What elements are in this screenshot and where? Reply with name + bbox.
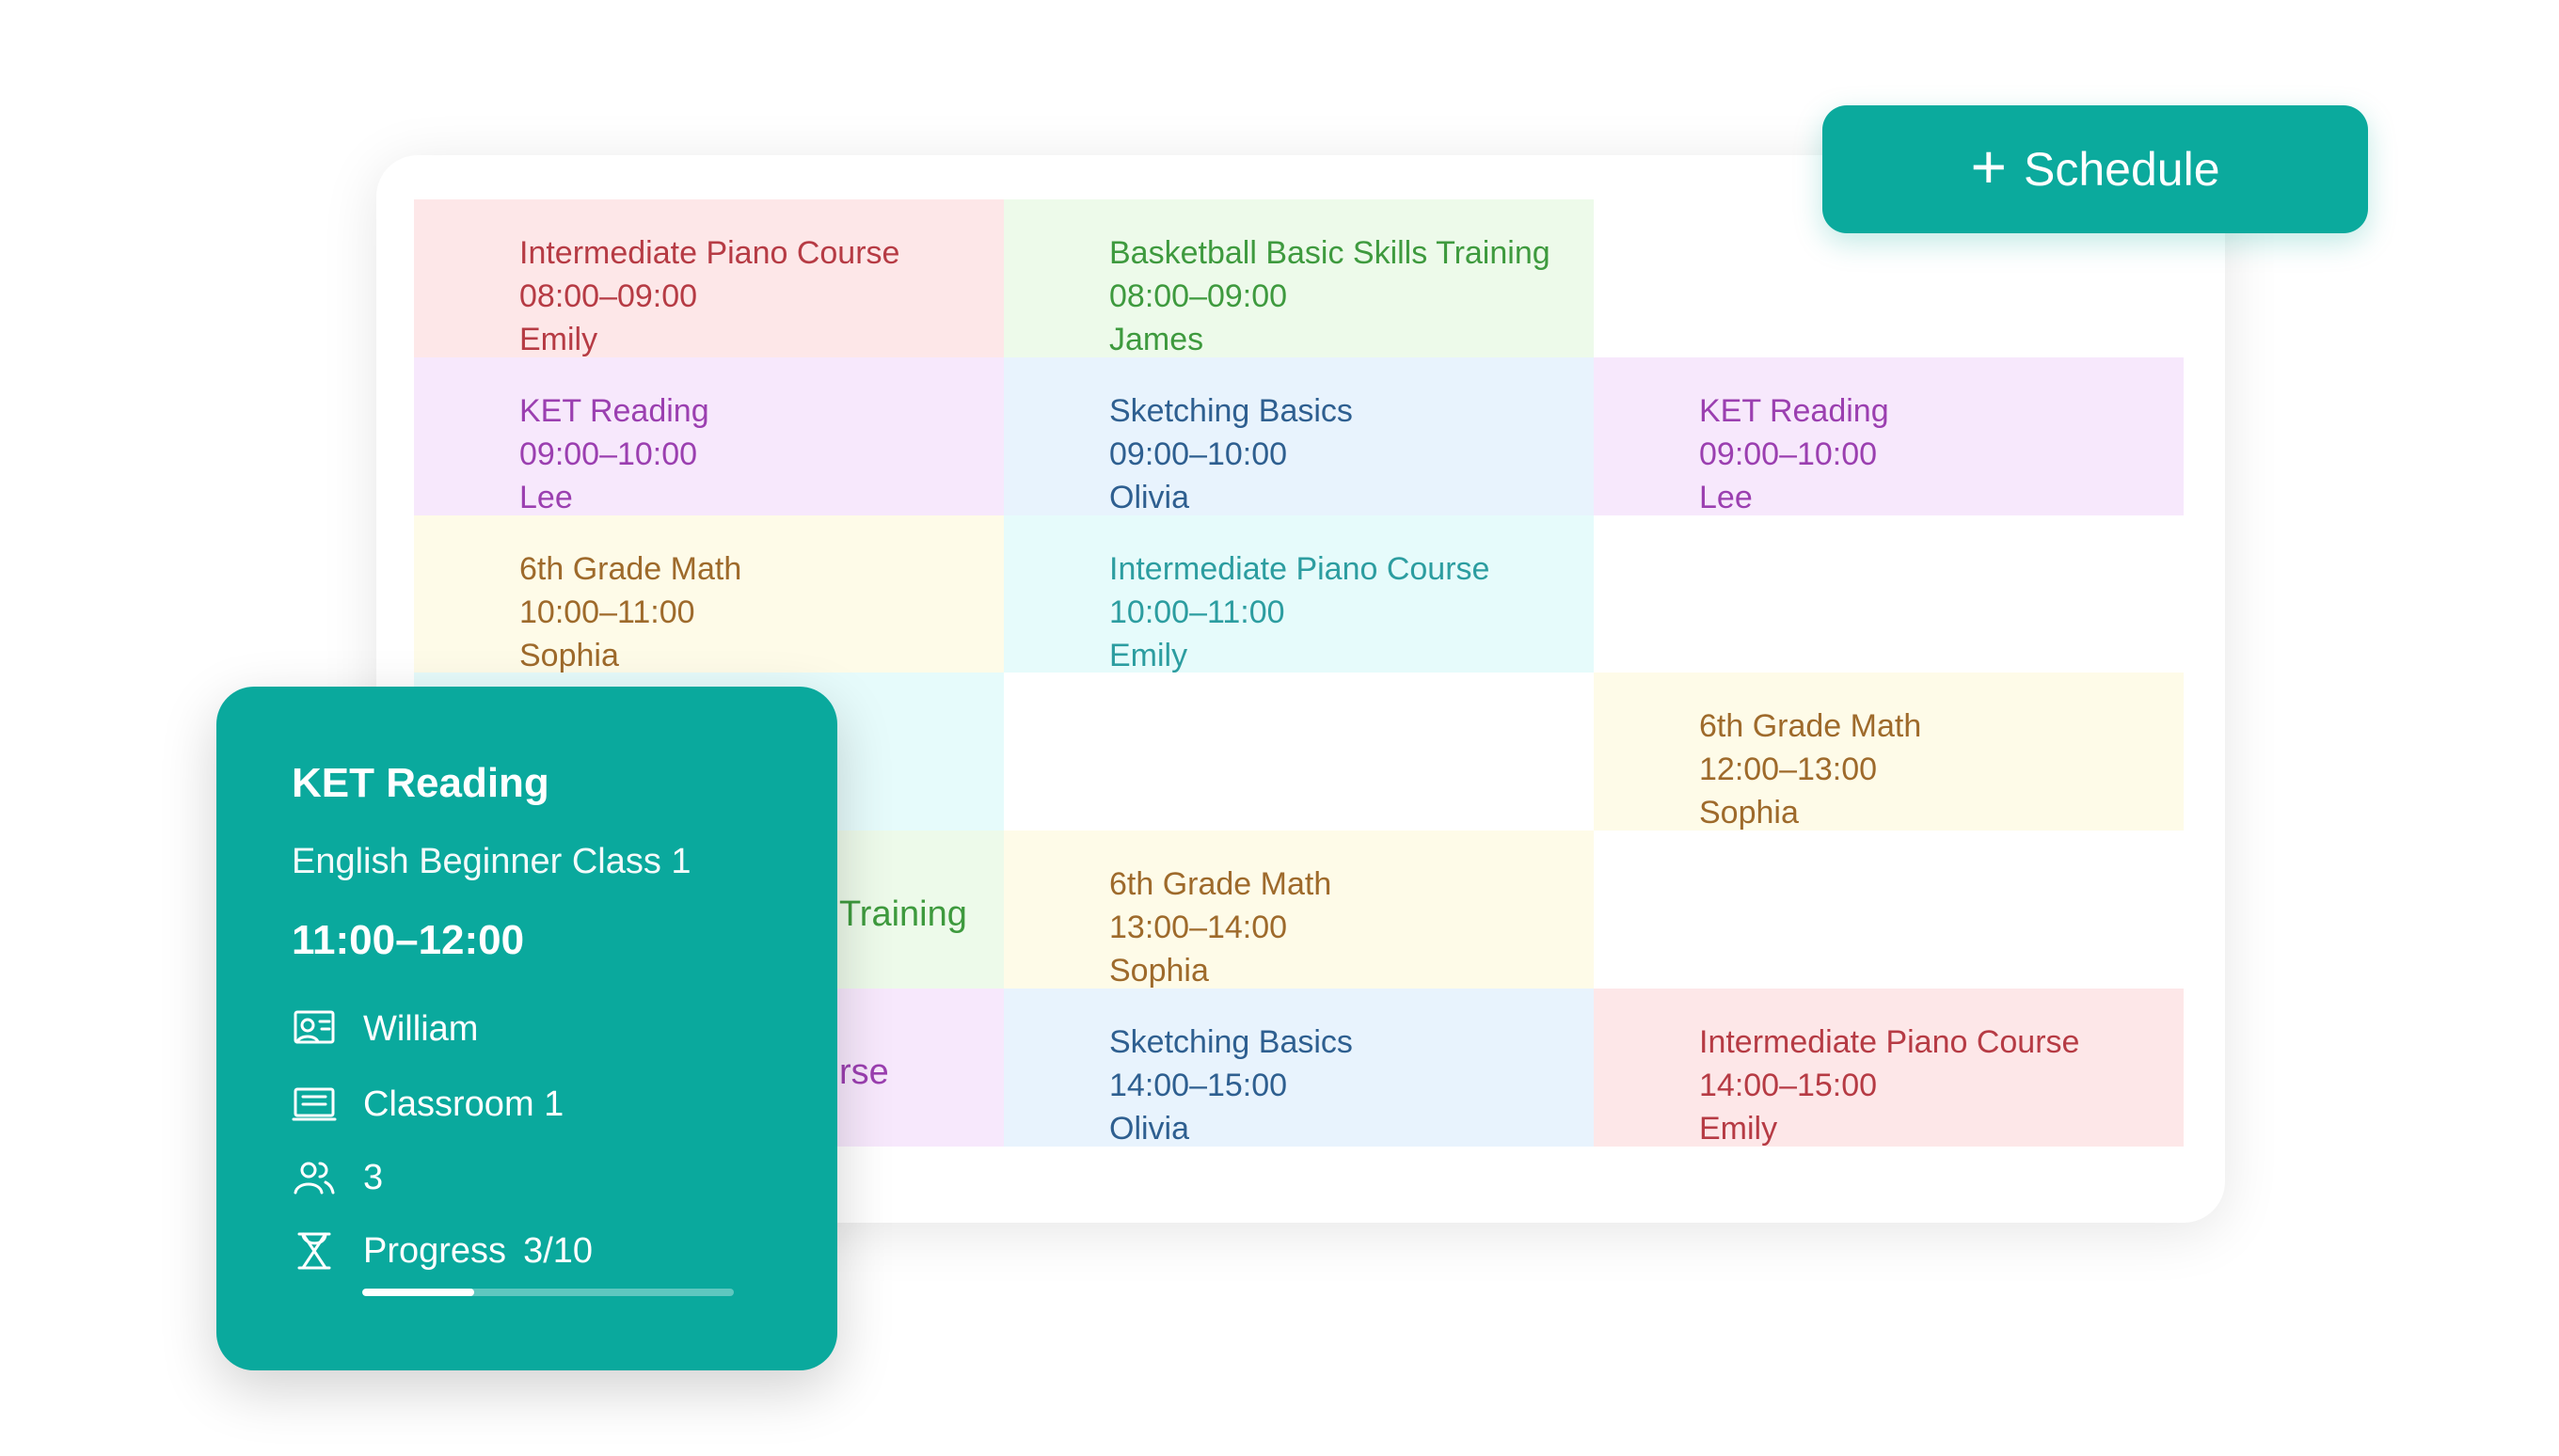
cell-title-partial: rse — [839, 1052, 889, 1093]
popup-progress-label: Progress — [363, 1230, 507, 1271]
cell-teacher: Lee — [1699, 479, 1753, 515]
popup-title: KET Reading — [292, 760, 549, 806]
schedule-cell — [1594, 515, 2184, 673]
cell-time: 10:00–11:00 — [519, 593, 695, 630]
classroom-icon — [292, 1082, 337, 1127]
schedule-cell[interactable]: Basketball Basic Skills Training 08:00–09… — [1004, 199, 1594, 357]
cell-title: KET Reading — [519, 392, 709, 429]
cell-title: Intermediate Piano Course — [519, 235, 900, 271]
cell-teacher: Olivia — [1109, 1111, 1190, 1147]
cell-title: Intermediate Piano Course — [1699, 1024, 2080, 1061]
progress-bar — [362, 1289, 734, 1296]
class-detail-popup: KET Reading English Beginner Class 1 11:… — [216, 687, 837, 1370]
cell-time: 14:00–15:00 — [1109, 1068, 1288, 1104]
popup-teacher-row: William — [292, 1006, 478, 1052]
cell-time: 09:00–10:00 — [1699, 435, 1878, 472]
cell-title: 6th Grade Math — [1109, 866, 1332, 903]
cell-teacher: Lee — [519, 479, 573, 515]
progress-bar-fill — [362, 1289, 474, 1296]
cell-teacher: Emily — [1109, 637, 1188, 673]
cell-time: 13:00–14:00 — [1109, 910, 1288, 946]
popup-class-name: English Beginner Class 1 — [292, 842, 691, 881]
cell-title: 6th Grade Math — [519, 550, 742, 587]
cell-title: KET Reading — [1699, 392, 1889, 429]
popup-students: 3 — [363, 1157, 384, 1197]
cell-teacher: James — [1109, 322, 1204, 357]
teacher-icon — [292, 1006, 337, 1052]
hourglass-icon — [292, 1228, 337, 1274]
cell-title: 6th Grade Math — [1699, 708, 1922, 745]
popup-progress-text: 3/10 — [523, 1230, 594, 1271]
schedule-cell — [1594, 831, 2184, 989]
cell-time: 14:00–15:00 — [1699, 1068, 1878, 1104]
add-schedule-button[interactable]: + Schedule — [1822, 105, 2368, 233]
cell-teacher: Emily — [1699, 1111, 1778, 1147]
cell-time: 09:00–10:00 — [519, 435, 698, 472]
students-icon — [292, 1155, 337, 1200]
cell-time: 10:00–11:00 — [1109, 593, 1285, 630]
popup-classroom-row: Classroom 1 — [292, 1082, 564, 1127]
cell-teacher: Emily — [519, 322, 598, 357]
cell-time: 08:00–09:00 — [1109, 278, 1288, 314]
cell-teacher: Sophia — [1699, 795, 1799, 831]
popup-classroom: Classroom 1 — [363, 1084, 564, 1124]
cell-title: Intermediate Piano Course — [1109, 550, 1490, 587]
schedule-button-label: Schedule — [2024, 143, 2220, 196]
plus-icon: + — [1970, 132, 2008, 201]
cell-teacher: Sophia — [519, 637, 619, 673]
cell-title: Basketball Basic Skills Training — [1109, 235, 1550, 271]
cell-title: Sketching Basics — [1109, 1024, 1353, 1061]
cell-time: 12:00–13:00 — [1699, 752, 1878, 788]
popup-time: 11:00–12:00 — [292, 917, 525, 963]
cell-title: Sketching Basics — [1109, 392, 1353, 429]
cell-time: 09:00–10:00 — [1109, 435, 1288, 472]
popup-students-row: 3 — [292, 1155, 383, 1200]
cell-teacher: Sophia — [1109, 953, 1209, 989]
cell-time: 08:00–09:00 — [519, 278, 698, 314]
cell-teacher: Olivia — [1109, 479, 1190, 515]
popup-teacher: William — [363, 1008, 479, 1049]
cell-title-partial: Training — [839, 894, 967, 935]
popup-progress-row: Progress 3/10 — [292, 1228, 593, 1274]
schedule-cell — [1004, 673, 1594, 831]
